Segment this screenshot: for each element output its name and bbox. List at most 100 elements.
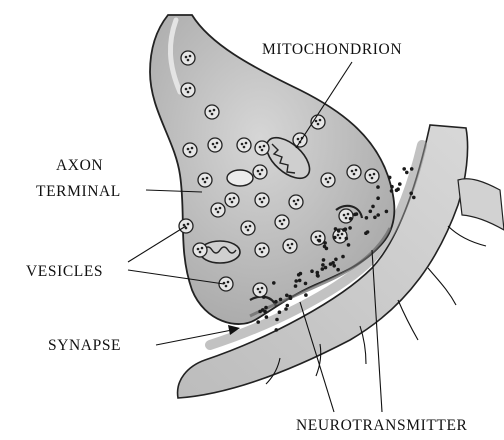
vesicle-content <box>279 220 282 223</box>
vesicle <box>198 173 212 187</box>
neurotransmitter-dot <box>388 176 392 180</box>
vesicle <box>193 243 207 257</box>
neurotransmitter-dot <box>376 196 380 200</box>
vesicle-content <box>257 170 260 173</box>
neurotransmitter-dot <box>272 281 276 285</box>
vesicle-content <box>261 251 264 254</box>
vesicle-content <box>214 146 217 149</box>
neurotransmitter-dot <box>402 167 406 171</box>
neurotransmitter-dot <box>284 307 288 311</box>
neurotransmitter-dot <box>398 182 402 186</box>
neurotransmitter-dot <box>262 295 266 299</box>
vesicle-content <box>263 247 266 250</box>
vesicle <box>205 105 219 119</box>
vesicle-content <box>263 145 266 148</box>
neurotransmitter-dot <box>366 230 370 234</box>
neurotransmitter-dot <box>376 213 380 217</box>
vesicle-content <box>355 169 358 172</box>
vesicle-content <box>317 123 320 126</box>
vesicle-content <box>353 173 356 176</box>
neurotransmitter-dot <box>263 310 267 314</box>
vesicle-content <box>319 235 322 238</box>
vesicle-content <box>259 291 262 294</box>
vesicle-content <box>241 143 244 146</box>
neurotransmitter-dot <box>329 262 333 266</box>
label-synapse: SYNAPSE <box>48 337 121 354</box>
neurotransmitter-dot <box>345 237 349 241</box>
neurotransmitter-dot <box>321 263 325 267</box>
neurotransmitter-dot <box>316 274 320 278</box>
vesicle-content <box>187 148 190 151</box>
vesicle-content <box>293 200 296 203</box>
neurotransmitter-dot <box>265 315 269 319</box>
neurotransmitter-dot <box>373 216 377 220</box>
vesicle <box>339 209 353 223</box>
vesicle-content <box>202 178 205 181</box>
vesicle-content <box>259 198 262 201</box>
neurotransmitter-dot <box>369 210 373 214</box>
vesicle <box>255 193 269 207</box>
vesicle-content <box>297 138 300 141</box>
neurotransmitter-dot <box>333 236 337 240</box>
neurotransmitter-dot <box>385 210 389 214</box>
vesicle <box>208 138 222 152</box>
vesicle-content <box>281 223 284 226</box>
vesicle-content <box>187 223 190 226</box>
neurotransmitter-dot <box>323 241 327 245</box>
neurotransmitter-dot <box>321 267 325 271</box>
neurotransmitter-dot <box>304 282 308 286</box>
vesicle-content <box>189 151 192 154</box>
vesicle-content <box>187 91 190 94</box>
neurotransmitter-dot <box>341 255 345 259</box>
neurotransmitter-dot <box>304 293 308 297</box>
neurotransmitter-dot <box>323 245 327 249</box>
vesicle-content <box>329 177 332 180</box>
neurotransmitter-dot <box>275 318 279 322</box>
vesicle-content <box>259 173 262 176</box>
vesicle-content <box>325 178 328 181</box>
vesicle <box>311 231 325 245</box>
neurotransmitter-dot <box>310 269 314 273</box>
vesicle <box>365 169 379 183</box>
neurotransmitter-dot <box>264 306 268 310</box>
neurotransmitter-dot <box>365 216 369 220</box>
vesicle-content <box>373 173 376 176</box>
vesicle-content <box>261 169 264 172</box>
vesicle-content <box>351 170 354 173</box>
neurotransmitter-dot <box>289 296 293 300</box>
vesicle-content <box>216 142 219 145</box>
neurotransmitter-dot <box>348 226 352 230</box>
vesicle <box>275 215 289 229</box>
vesicle-content <box>201 247 204 250</box>
vesicle-content <box>371 177 374 180</box>
neurotransmitter-dot <box>285 294 289 298</box>
neurotransmitter-dot <box>390 189 394 193</box>
vesicle-content <box>347 213 350 216</box>
vesicle-content <box>231 201 234 204</box>
vesicle-content <box>291 243 294 246</box>
label-neurotransmitter: NEUROTRANSMITTER <box>296 417 468 434</box>
organelle-blob <box>227 170 253 186</box>
vesicle-content <box>211 113 214 116</box>
vesicle-content <box>259 248 262 251</box>
vesicle <box>255 243 269 257</box>
vesicle-content <box>183 224 186 227</box>
vesicle-content <box>247 229 250 232</box>
neurotransmitter-dot <box>337 229 341 233</box>
vesicle-content <box>341 233 344 236</box>
vesicle-content <box>229 198 232 201</box>
vesicle-content <box>287 244 290 247</box>
vesicle <box>241 221 255 235</box>
neurotransmitter-dot <box>294 279 298 283</box>
neurotransmitter-dot <box>318 239 322 243</box>
vesicle-content <box>343 214 346 217</box>
vesicle <box>237 138 251 152</box>
vesicle-content <box>345 217 348 220</box>
vesicle-content <box>233 197 236 200</box>
vesicle-content <box>297 199 300 202</box>
vesicle-content <box>295 203 298 206</box>
vesicle-content <box>315 236 318 239</box>
neurotransmitter-dot <box>286 304 290 308</box>
vesicle-content <box>212 143 215 146</box>
neurotransmitter-dot <box>334 227 338 231</box>
